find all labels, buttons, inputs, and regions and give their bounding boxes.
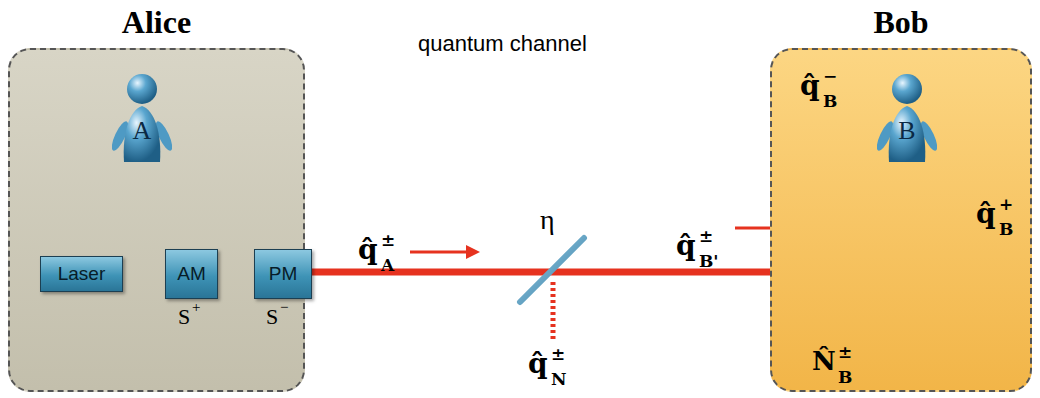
channel-label: quantum channel [418, 33, 587, 55]
superscript: ± [381, 232, 395, 249]
noise-symbol: N̂ [812, 348, 836, 374]
alice-panel: AliceALaserAMPM [8, 48, 305, 392]
person-icon: B [877, 72, 937, 164]
box-label: Laser [58, 263, 106, 285]
subscript: A [381, 257, 394, 274]
signal-symbol: S [178, 306, 190, 328]
person-letter: B [877, 116, 937, 146]
modulator-box: AM [165, 249, 218, 299]
box-label: PM [269, 263, 298, 285]
box-label: AM [177, 263, 206, 285]
panel-title: Bob [772, 4, 1030, 41]
quadrature-symbol: q̂ [358, 236, 378, 264]
superscript: − [823, 68, 837, 85]
laser-box: Laser [40, 256, 123, 292]
modulator-box: PM [254, 249, 312, 299]
direction-arrow [410, 221, 804, 259]
subscript: B [999, 221, 1013, 238]
superscript: ± [838, 344, 852, 361]
subscript: B' [699, 253, 719, 270]
subscript: B [823, 93, 837, 110]
superscript: + [999, 196, 1013, 213]
transmittance-symbol: η [540, 206, 555, 234]
quadrature-symbol: q̂ [800, 72, 820, 100]
quadrature-symbol: q̂ [976, 200, 996, 228]
superscript: ± [551, 346, 565, 363]
signal-symbol: S [266, 306, 278, 328]
person-icon: A [112, 72, 172, 164]
subscript: N [551, 371, 567, 388]
superscript: + [192, 300, 200, 315]
superscript: − [280, 300, 288, 315]
beam-splitter [520, 238, 584, 302]
noise-port [551, 282, 556, 342]
quadrature-symbol: q̂ [528, 350, 548, 378]
person-letter: A [112, 116, 172, 146]
quadrature-symbol: q̂ [676, 232, 696, 260]
panel-title: Alice [10, 4, 303, 41]
superscript: ± [699, 228, 713, 245]
subscript: B [838, 369, 852, 386]
